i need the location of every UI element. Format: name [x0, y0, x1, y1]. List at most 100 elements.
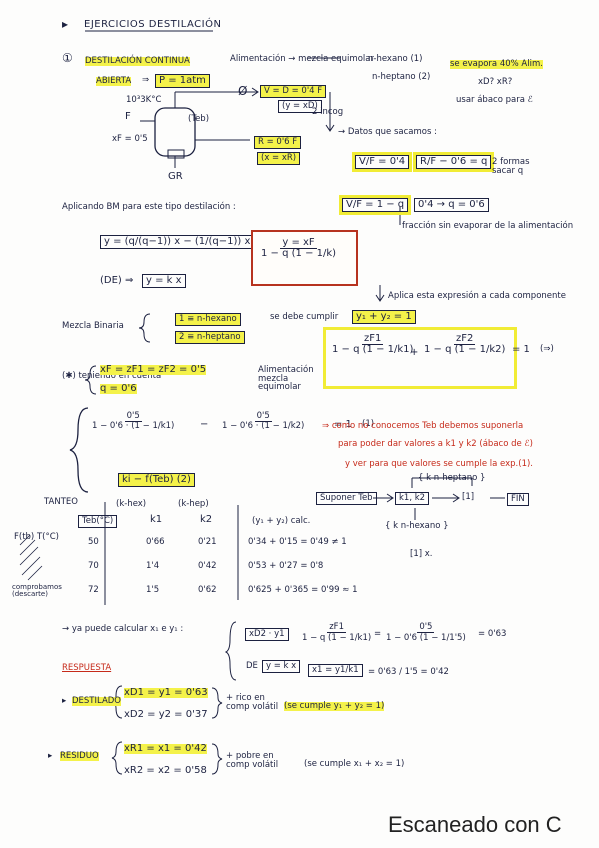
- flow-x-mark: [1] x.: [410, 549, 433, 559]
- unknowns: xD? xR?: [478, 77, 513, 87]
- eq-v-over-f: V/F = 0'4: [351, 152, 413, 172]
- row3-k2: 0'62: [198, 585, 217, 595]
- temperature-note: 10³3K°C: [126, 95, 162, 105]
- feed-equation: xF = zF1 = zF2 = 0'5: [100, 364, 207, 375]
- tanteo-label: TANTEO: [44, 497, 78, 507]
- data-intro: → Datos que sacamos :: [338, 127, 437, 137]
- eq-v-over-f-q: V/F = 1 − q: [338, 195, 412, 215]
- binary-den-1: 1 − q (1 − 1/k1): [332, 344, 414, 355]
- header-k1: k1: [150, 514, 163, 525]
- calc-result: = 0'63: [478, 629, 507, 639]
- binary-num-2: zF2: [454, 333, 476, 345]
- vapor-stream-box: V = D = 0'4 F: [260, 85, 327, 98]
- calc-de-label: DE: [246, 661, 258, 671]
- red-note-2: para poder dar valores a k1 y k2 (ábaco …: [338, 439, 533, 449]
- calc-frac-2-num: 0'5: [417, 622, 435, 633]
- feed-label: F: [125, 111, 131, 122]
- header-teb: Teb(°C): [78, 515, 118, 528]
- flow-fin: FIN: [507, 493, 529, 506]
- row2-k2: 0'42: [198, 561, 217, 571]
- calc-frac-1-den: 1 − q (1 − 1/k1): [302, 633, 372, 643]
- binary-tag: (⇒): [540, 344, 554, 354]
- gr-label: GR: [168, 171, 183, 182]
- eq-r-over-f: R/F − 0'6 = q: [412, 152, 495, 172]
- header-k2: k2: [200, 514, 213, 525]
- two-ways-note: 2 formas sacar q: [492, 157, 530, 176]
- header-sum: (y₁ + y₂) calc.: [252, 516, 311, 526]
- eq1-rhs: = 1: [334, 419, 352, 430]
- residue-x2: xR2 = x2 = 0'58: [124, 765, 207, 776]
- residue-check: (se cumple x₁ + x₂ = 1): [304, 759, 405, 769]
- calc-frac-1: zF1 1 − q (1 − 1/k1): [300, 622, 373, 643]
- row1-sum: 0'34 + 0'15 = 0'49 ≠ 1: [248, 537, 347, 547]
- row3-sum: 0'625 + 0'365 = 0'99 ≈ 1: [248, 585, 358, 595]
- f-ttc-label: F(tb) T(°C): [14, 532, 59, 542]
- row1-k1: 0'66: [146, 537, 165, 547]
- method-label-2: ABIERTA: [96, 76, 132, 86]
- arrow-icon: ⇒: [142, 75, 150, 85]
- binary-rhs: = 1: [512, 344, 530, 355]
- calc-frac-2: 0'5 1 − 0'6 (1 − 1/1'5): [384, 622, 468, 643]
- q-value: q = 0'6: [100, 383, 137, 394]
- k-relation: ki − f(Teb) (2): [118, 473, 195, 487]
- eq1-tag: (1): [362, 419, 375, 429]
- residue-x1: xR1 = x1 = 0'42: [124, 743, 207, 754]
- sub-k2: (k-hep): [178, 499, 209, 509]
- row2-sum: 0'53 + 0'27 = 0'8: [248, 561, 324, 571]
- phi-symbol: Ø: [238, 84, 248, 98]
- method-label-1: DESTILACIÓN CONTINUA: [85, 56, 190, 66]
- eq1-num-2: 0'5: [254, 411, 272, 422]
- distillate-label: DESTILADO: [72, 696, 121, 706]
- bullet-icon: ▸: [62, 696, 67, 706]
- fraction-note: fracción sin evaporar de la alimentación: [402, 221, 574, 231]
- eq-q-result: 0'4 → q = 0'6: [414, 198, 489, 212]
- x-equals-xr: (x = xR): [257, 152, 301, 165]
- calc-frac-1-num: zF1: [327, 622, 346, 633]
- bullet-icon: ▸: [62, 17, 69, 31]
- eq1-den-1: 1 − 0'6 · (1 − 1/k1): [92, 420, 175, 431]
- component-2: n-heptano (2): [372, 72, 431, 82]
- calc-frac-2-den: 1 − 0'6 (1 − 1/1'5): [386, 633, 466, 643]
- binary-den-2: 1 − q (1 − 1/k2): [424, 344, 506, 355]
- row2-teb: 70: [88, 561, 99, 571]
- abaco-note: usar ábaco para ℰ: [456, 95, 533, 105]
- flow-kheptano: { k n-heptano }: [418, 473, 486, 483]
- consider-label: (✱) teniendo en cuenta: [62, 371, 162, 381]
- calc-x1-value: = 0'63 / 1'5 = 0'42: [368, 667, 449, 677]
- plus-sign: +: [410, 347, 419, 358]
- answer-title: RESPUESTA: [62, 663, 112, 673]
- operating-line-equation: y = (q/(q−1)) x − (1/(q−1)) xF: [100, 235, 261, 249]
- binary-equation-box: zF1 1 − q (1 − 1/k1) + zF2 1 − q (1 − 1/…: [323, 327, 517, 389]
- calc-ykx: y = k x: [262, 660, 301, 673]
- binary-label: Mezcla Binaria: [62, 321, 124, 331]
- bullet-icon: ▸: [48, 751, 53, 761]
- row2-k1: 1'4: [146, 561, 160, 571]
- row3-k1: 1'5: [146, 585, 160, 595]
- page-title: EJERCICIOS DESTILACIÓN: [84, 19, 222, 30]
- pressure-box: P = 1atm: [155, 74, 210, 88]
- row1-teb: 50: [88, 537, 99, 547]
- binary-num-1: zF1: [362, 333, 384, 345]
- feed-note: Alimentación mezcla equimolar: [258, 365, 314, 392]
- distillate-x2: xD2 = y2 = 0'37: [124, 709, 208, 720]
- sum-condition: y₁ + y₂ = 1: [352, 310, 416, 324]
- result-denominator: 1 − q (1 − 1/k): [261, 248, 337, 259]
- operation-intro: Aplicando BM para este tipo destilación …: [62, 202, 236, 212]
- eq1-num-1: 0'5: [124, 411, 142, 422]
- y-equals-xd: (y = xD): [278, 100, 322, 113]
- red-note-3: y ver para que valores se cumple la exp.…: [345, 459, 533, 469]
- component-1-def: 1 ≡ n-hexano: [175, 313, 241, 326]
- row3-teb: 72: [88, 585, 99, 595]
- sub-k1: (k-hex): [116, 499, 147, 509]
- boiling-temp-label: (Teb): [188, 114, 210, 124]
- equilibrium-label: (DE) ⇒: [100, 275, 134, 286]
- unknowns-count: 2 incog: [312, 107, 344, 117]
- equals-sign: =: [374, 629, 382, 639]
- residue-stream-box: R = 0'6 F: [254, 136, 302, 149]
- flow-khexano: { k n-hexano }: [385, 521, 449, 531]
- exercise-number: ①: [62, 51, 73, 65]
- result-numerator: y = xF: [280, 237, 317, 249]
- apply-note: Aplica esta expresión a cada componente: [388, 291, 566, 301]
- calc-a: xD2 · y1: [245, 628, 289, 641]
